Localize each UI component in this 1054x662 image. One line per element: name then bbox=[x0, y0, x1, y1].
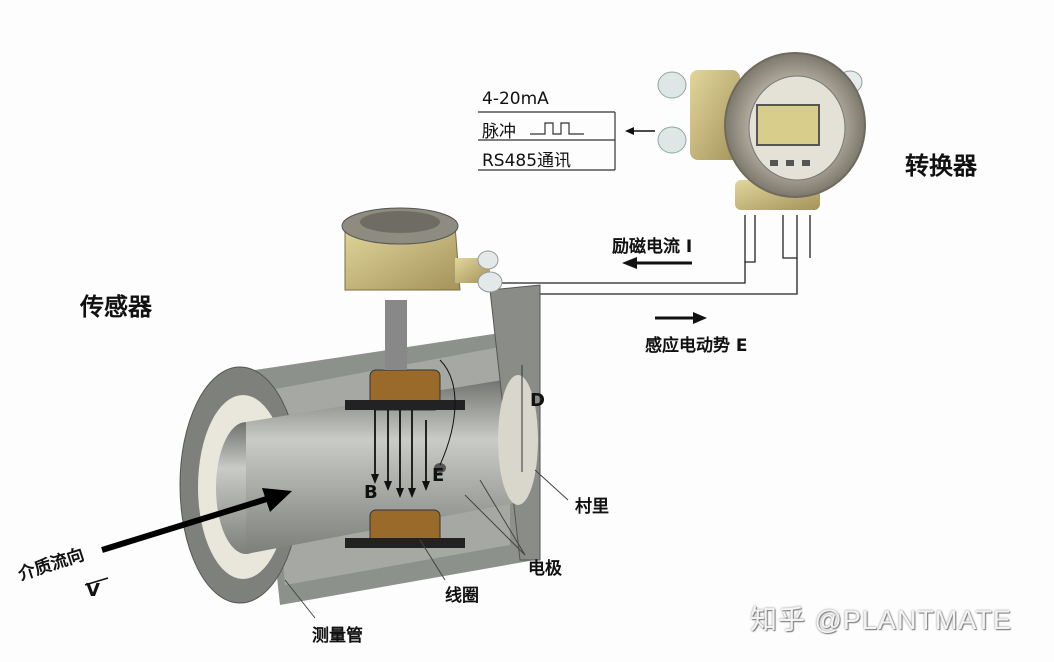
signal-arrow bbox=[625, 127, 655, 135]
induced-emf-label: 感应电动势 E bbox=[645, 336, 748, 356]
output-signal-table bbox=[478, 111, 616, 171]
converter-label: 转换器 bbox=[905, 152, 977, 180]
magnetic-field-label: B bbox=[364, 482, 378, 503]
coil-label: 线圈 bbox=[445, 586, 479, 606]
output-4-20ma: 4-20mA bbox=[482, 89, 549, 109]
electrode-symbol-label: E bbox=[432, 465, 445, 486]
sensor-label: 传感器 bbox=[80, 293, 152, 321]
watermark: 知乎 @PLANTMATE bbox=[750, 605, 1012, 635]
converter-device bbox=[657, 52, 866, 210]
output-rs485: RS485通讯 bbox=[482, 151, 572, 171]
leader-lines bbox=[284, 469, 569, 619]
pulse-waveform-icon bbox=[530, 122, 584, 135]
flow-direction-arrow bbox=[101, 488, 292, 553]
measuring-tube-label: 测量管 bbox=[312, 626, 363, 646]
emf-arrow bbox=[655, 312, 707, 324]
velocity-label: V bbox=[86, 580, 100, 601]
output-pulse: 脉冲 bbox=[482, 122, 516, 142]
sensor-body bbox=[179, 207, 541, 605]
diameter-label: D bbox=[530, 390, 545, 411]
lining-label: 村里 bbox=[575, 497, 609, 517]
electrode bbox=[434, 463, 446, 473]
wiring bbox=[490, 215, 811, 295]
electrode-label: 电极 bbox=[528, 559, 562, 579]
excitation-current-label: 励磁电流 I bbox=[612, 237, 693, 257]
excitation-arrow bbox=[622, 257, 692, 269]
